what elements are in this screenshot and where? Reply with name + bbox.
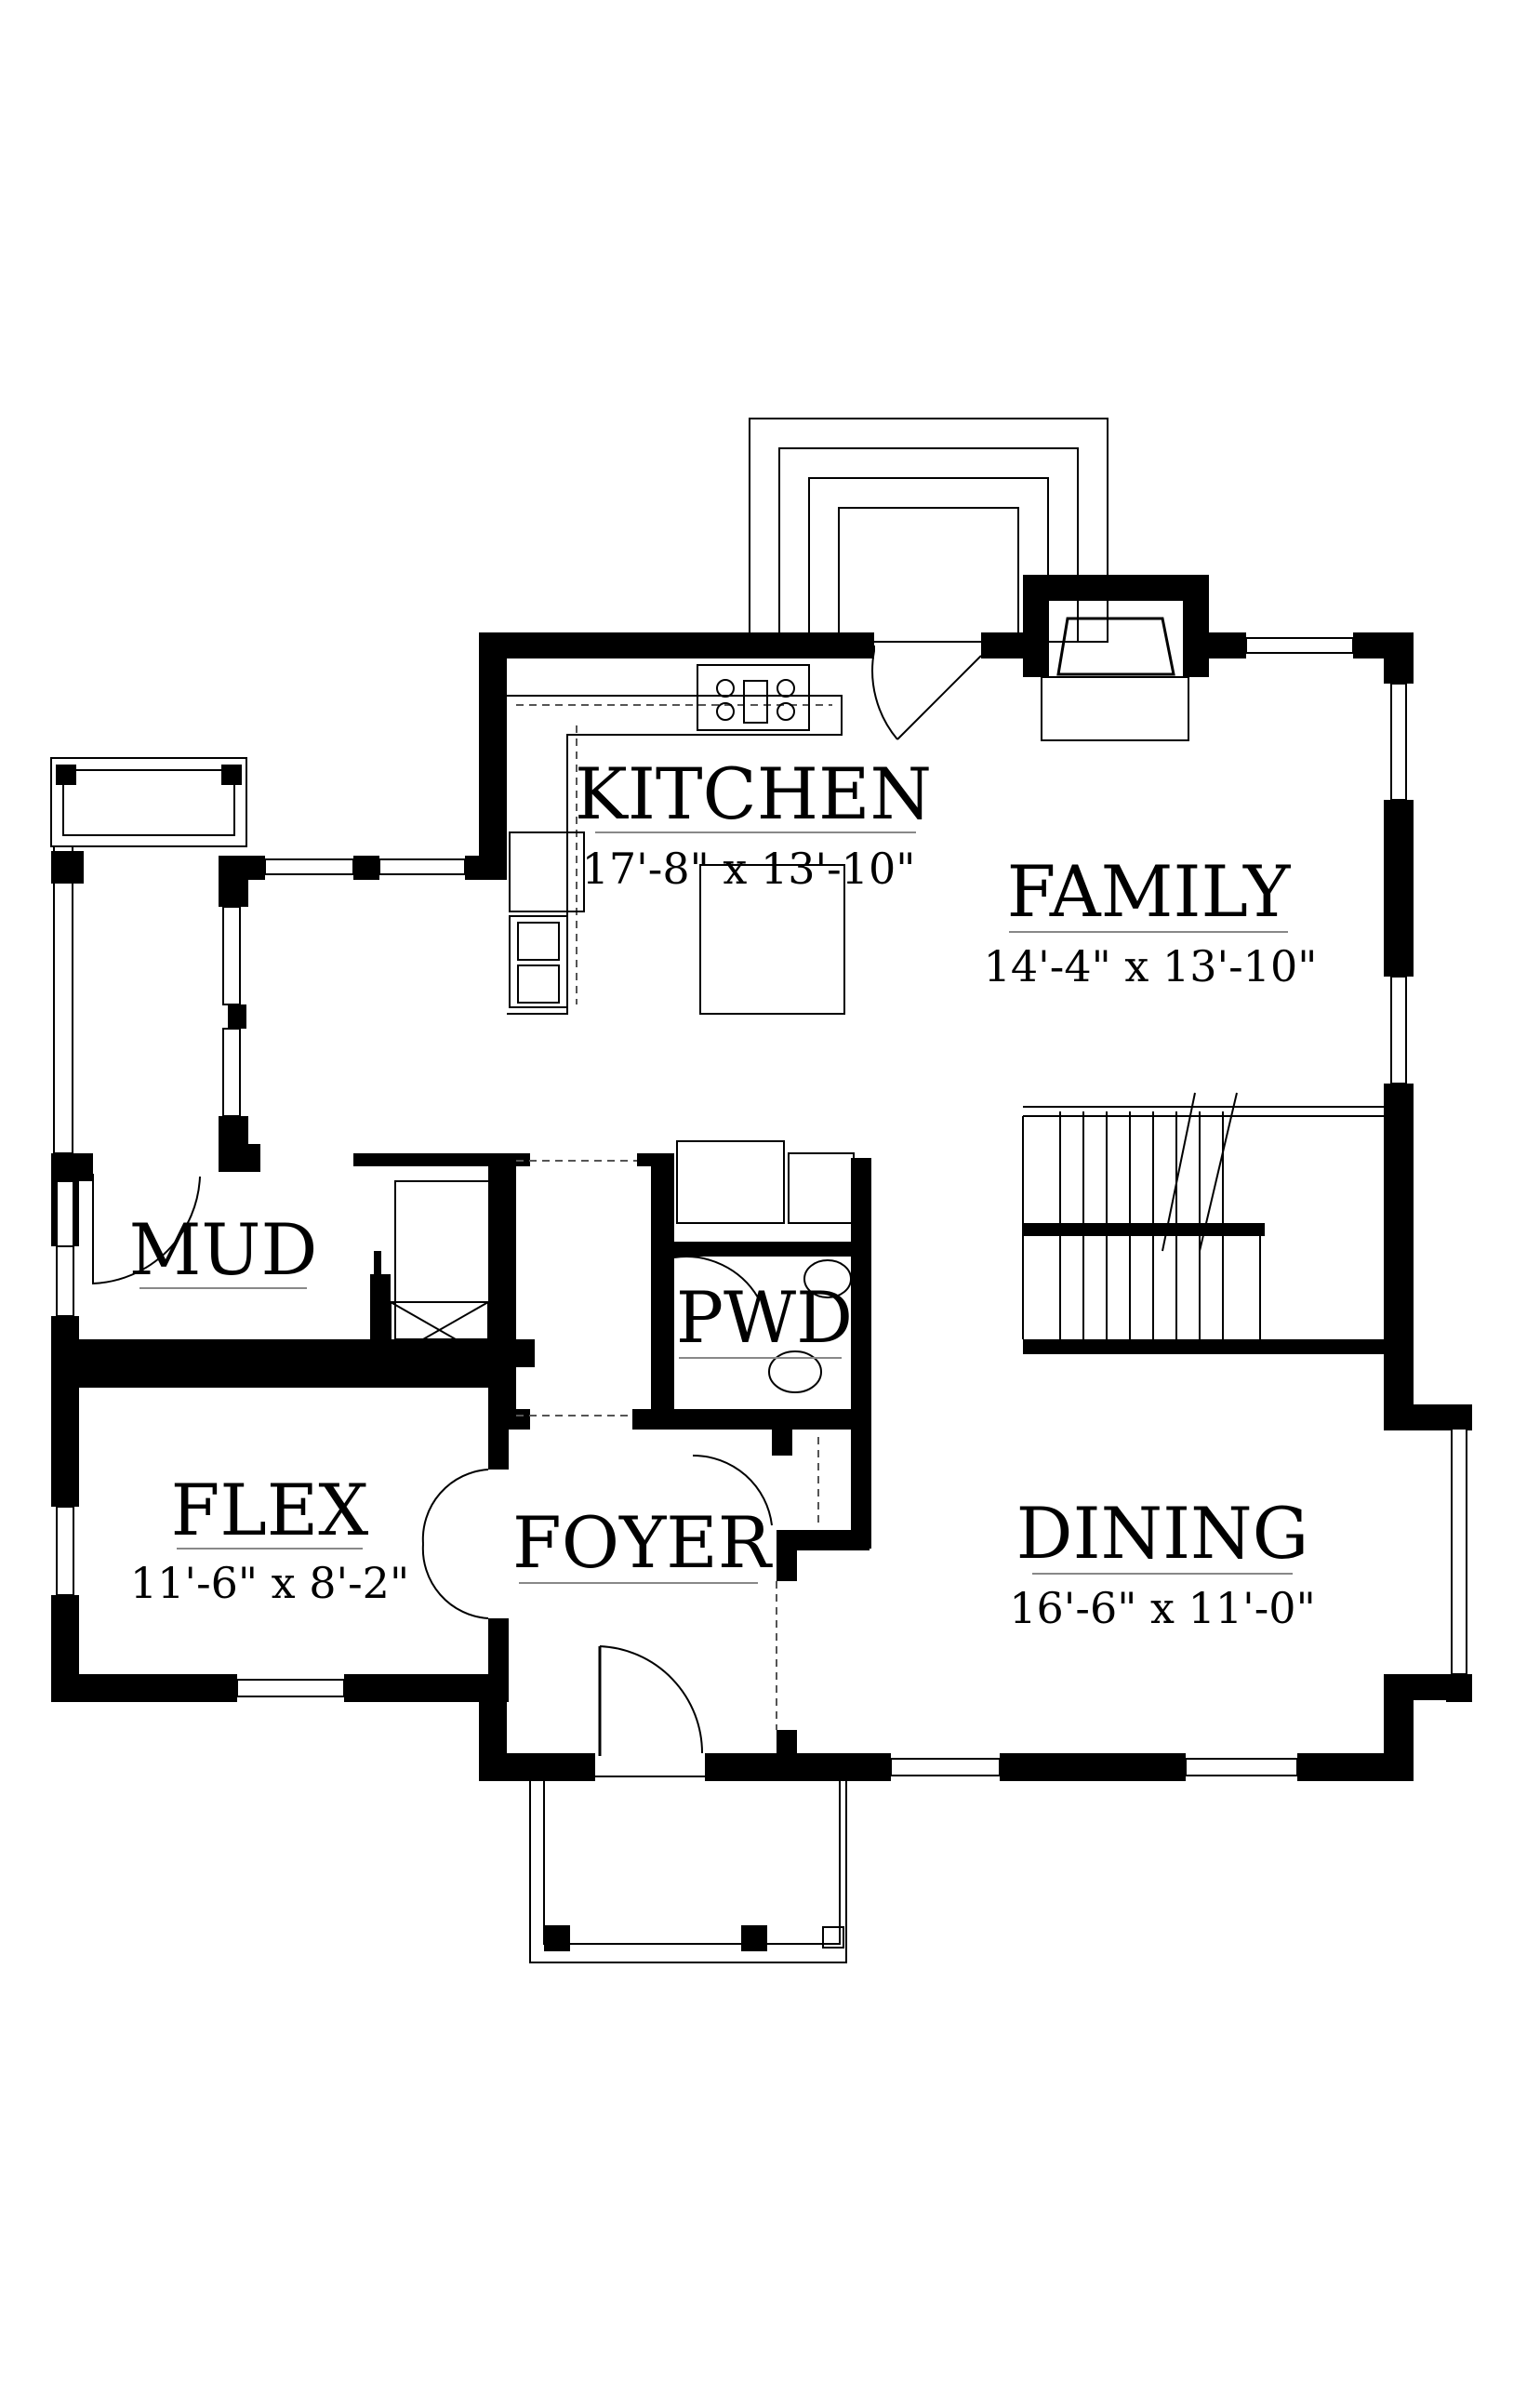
coat-closet: [692, 1437, 819, 1730]
exterior-walls: [51, 575, 1472, 1781]
room-pwd: PWD: [676, 1276, 853, 1359]
family-name: FAMILY: [1007, 850, 1291, 933]
kitchen-name: KITCHEN: [575, 752, 932, 835]
flex-doors: [421, 1469, 489, 1619]
laundry: [516, 1140, 855, 1417]
family-dims: 14'-4" x 13'-10": [984, 941, 1318, 991]
windows: [56, 637, 1467, 1776]
room-mud: MUD: [129, 1208, 318, 1291]
mud-fixtures: [92, 1174, 489, 1359]
kitchen-counters: [507, 664, 845, 1015]
flex-dims: 11'-6" x 8'-2": [130, 1558, 409, 1608]
powder-fixtures: [673, 1256, 852, 1393]
dining-dims: 16'-6" x 11'-0": [1009, 1583, 1315, 1633]
fireplace: [1041, 617, 1189, 741]
front-door: [598, 1645, 704, 1756]
dining-name: DINING: [1016, 1492, 1309, 1575]
rear-steps: [749, 418, 1109, 643]
flex-name: FLEX: [171, 1469, 369, 1551]
mud-name: MUD: [129, 1208, 318, 1291]
room-kitchen: KITCHEN 17'-8" x 13'-10": [575, 752, 932, 894]
rear-door: [871, 645, 982, 740]
pwd-name: PWD: [676, 1276, 853, 1359]
front-porch: [529, 1776, 847, 1963]
stairs: [1022, 1092, 1384, 1339]
foyer-name: FOYER: [512, 1501, 774, 1584]
room-foyer: FOYER: [512, 1501, 774, 1584]
room-family: FAMILY 14'-4" x 13'-10": [984, 850, 1318, 991]
side-porch: [50, 757, 247, 1154]
room-dining: DINING 16'-6" x 11'-0": [1009, 1492, 1315, 1633]
room-flex: FLEX 11'-6" x 8'-2": [130, 1469, 409, 1608]
kitchen-dims: 17'-8" x 13'-10": [582, 844, 916, 894]
